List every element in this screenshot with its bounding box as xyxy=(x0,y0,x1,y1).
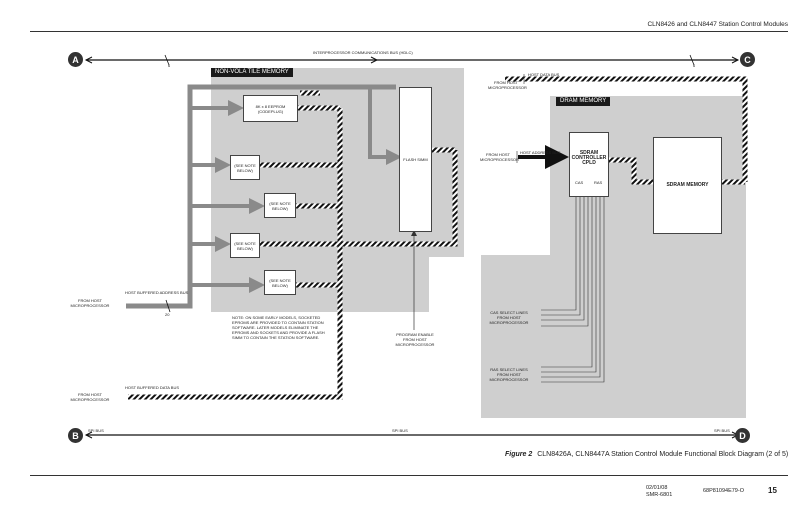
sdram-memory-block: SDRAM MEMORY xyxy=(653,137,722,234)
host-buffered-address-bus-label: HOST BUFFERED ADDRESS BUS xyxy=(125,290,189,295)
nonvolatile-memory-tag: NON-VOLA TILE MEMORY xyxy=(211,68,293,77)
host-address-bus-label: HOST ADDRESS BUS xyxy=(520,150,561,155)
spi-bus-label-mid: SPI BUS xyxy=(392,428,408,433)
figure-title: CLN8426A, CLN8447A Station Control Modul… xyxy=(537,451,789,458)
sdram-controller-block: SDRAM CONTROLLER CPLD xyxy=(569,132,609,197)
spi-bus-label-right: SPI BUS xyxy=(714,428,730,433)
from-host-data-label: FROM HOST MICROPROCESSOR xyxy=(488,80,527,90)
figure-number: Figure 2 xyxy=(505,451,533,458)
spi-bus-label-left: SPI BUS xyxy=(88,428,104,433)
footer-code: SMR-6801 xyxy=(646,492,673,498)
cas-label: CAS xyxy=(575,180,584,185)
ras-label: RAS xyxy=(594,180,603,185)
host-data-bus-path xyxy=(505,76,748,182)
from-host-buffered-address-label: FROM HOST MICROPROCESSOR xyxy=(70,298,110,308)
host-data-bus-label: HOST DATA BUS xyxy=(528,72,560,77)
eprom-block-4: (SEE NOTE BELOW) xyxy=(264,270,296,295)
from-host-buffered-data-label: FROM HOST MICROPROCESSOR xyxy=(70,392,110,402)
flash-simm-block: FLASH SIMM xyxy=(399,87,432,232)
dram-memory-tag: DRAM MEMORY xyxy=(556,97,611,106)
host-buffered-address-width: 20 xyxy=(165,312,170,317)
from-host-address-label: FROM HOST MICROPROCESSOR xyxy=(480,152,519,162)
cas-select-label: CAS SELECT LINES FROM HOST MICROPROCESSO… xyxy=(489,310,529,325)
interprocessor-bus-label: INTERPROCESSOR COMMUNICATIONS BUS (HDLC) xyxy=(313,50,413,55)
interprocessor-width-left: 6 xyxy=(168,63,171,68)
node-a: A xyxy=(68,52,83,67)
node-c: C xyxy=(740,52,755,67)
eprom-block-2: (SEE NOTE BELOW) xyxy=(264,193,296,218)
page-number: 15 xyxy=(768,486,777,495)
figure-caption: Figure 2 CLN8426A, CLN8447A Station Contr… xyxy=(505,451,788,458)
node-b: B xyxy=(68,428,83,443)
footer-date-block: 02/01/08 SMR-6801 xyxy=(646,485,672,499)
footer-date: 02/01/08 xyxy=(646,485,668,491)
dram-memory-region-left xyxy=(481,255,551,418)
program-enable-label: PROGRAM ENABLE FROM HOST MICROPROCESSOR xyxy=(395,332,435,347)
eprom-note: NOTE: ON SOME EARLY MODELS, SOCKETED EPR… xyxy=(232,315,325,340)
footer-doc-number: 68P81094E79-O xyxy=(703,488,744,494)
host-buffered-data-bus-label: HOST BUFFERED DATA BUS xyxy=(125,385,180,390)
header-title: CLN8426 and CLN8447 Station Control Modu… xyxy=(647,21,788,28)
eprom-block-3: (SEE NOTE BELOW) xyxy=(230,233,260,258)
footer-rule xyxy=(30,475,788,476)
ras-select-label: RAS SELECT LINES FROM HOST MICROPROCESSO… xyxy=(489,367,529,382)
eprom-block-1: (SEE NOTE BELOW) xyxy=(230,155,260,180)
node-d: D xyxy=(735,428,750,443)
sdram-controller-label: SDRAM CONTROLLER CPLD xyxy=(571,150,607,166)
eeprom-block: 8K x 8 EEPROM (CODEPLUG) xyxy=(243,95,298,122)
interprocessor-width-right: 6 xyxy=(693,63,696,68)
header-rule xyxy=(30,31,788,32)
